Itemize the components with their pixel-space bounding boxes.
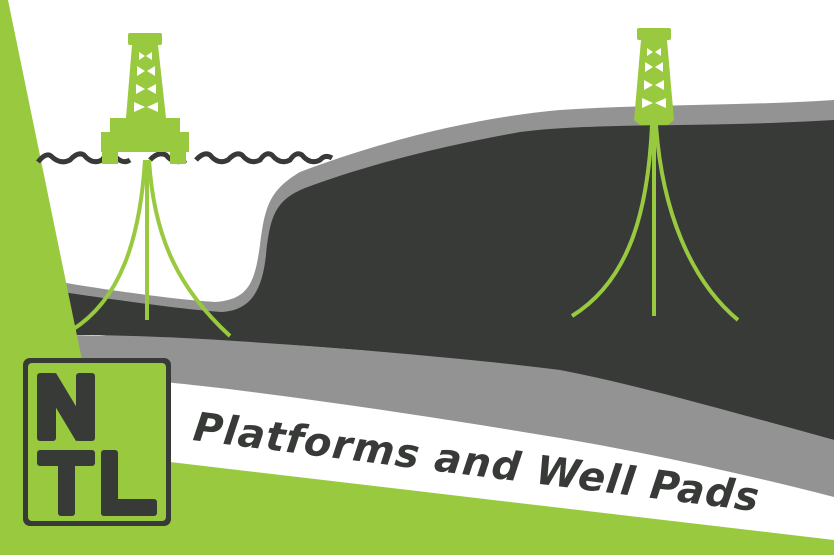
offshore-wellbores xyxy=(70,159,232,338)
green-bottom-wedge xyxy=(0,462,834,555)
gray-rock-layer-bottom xyxy=(70,335,834,497)
logo-letter-n xyxy=(37,373,95,441)
logo-letter-t xyxy=(37,450,95,516)
offshore-platform-icon xyxy=(101,33,189,164)
netl-logo xyxy=(23,358,171,526)
logo-letter-e xyxy=(101,372,157,440)
onshore-derrick-icon xyxy=(634,28,674,125)
green-left-wedge xyxy=(0,0,170,462)
logo-letter-l xyxy=(101,450,157,516)
dark-rock-mass xyxy=(62,120,834,440)
onshore-wellbores xyxy=(570,120,740,322)
